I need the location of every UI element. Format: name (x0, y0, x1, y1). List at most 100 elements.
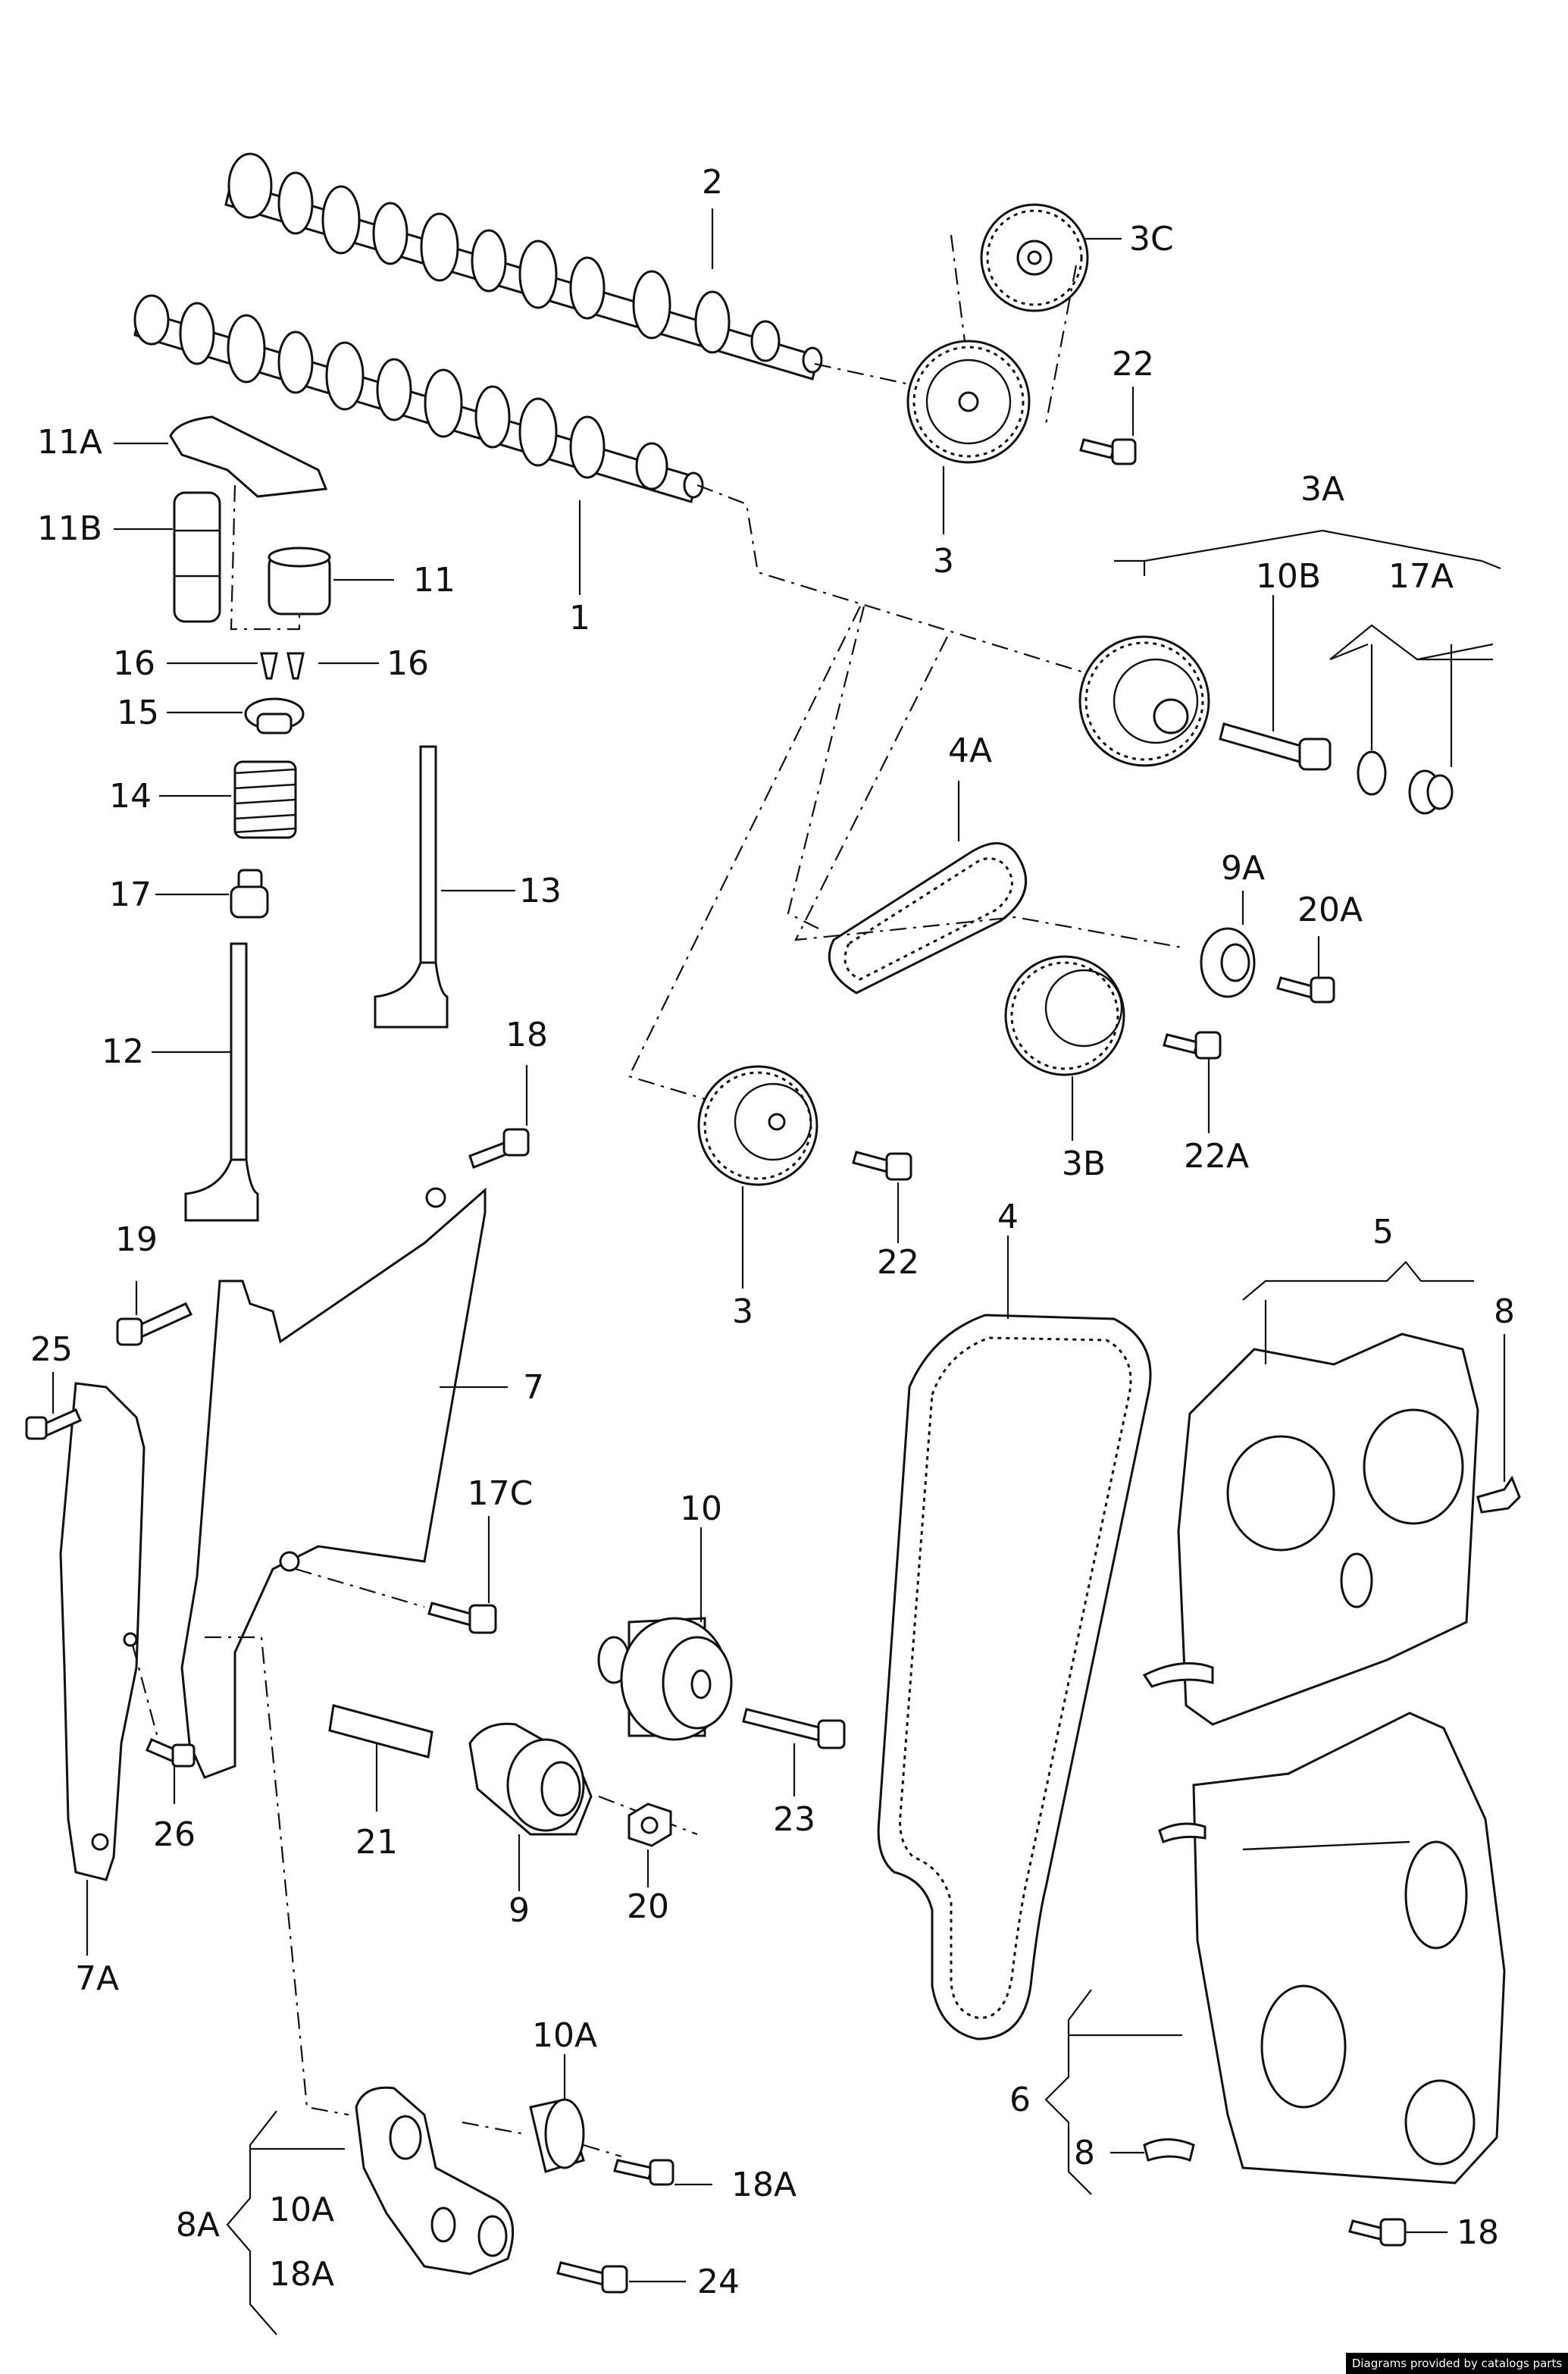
rocker-11a (169, 415, 328, 498)
bolt-25 (25, 1408, 82, 1440)
bolt-23 (742, 1708, 846, 1749)
callout-labels: 2 3C 22 11A 11B 11 1 3 3A 10B 17A 16 16 … (30, 163, 1515, 2301)
callout-13: 13 (519, 872, 562, 910)
callout-3-upper: 3 (933, 542, 954, 581)
callout-1: 1 (569, 599, 590, 637)
callout-14: 14 (109, 777, 152, 816)
callout-4a: 4A (948, 731, 992, 770)
nut-20 (628, 1802, 672, 1847)
clip-8-upper (1476, 1475, 1521, 1514)
callout-16-left: 16 (113, 644, 155, 683)
tensioner-9a (1200, 927, 1256, 998)
callout-3b: 3B (1062, 1145, 1106, 1183)
idler-10 (597, 1617, 733, 1741)
bracket-8a (355, 2086, 515, 2275)
callout-18a-bracket: 18A (269, 2255, 334, 2294)
callout-18a: 18A (731, 2166, 797, 2204)
bolt-18a (613, 2159, 674, 2186)
callout-11b: 11B (37, 509, 102, 548)
callout-22-lower: 22 (877, 1243, 919, 1282)
follower-11 (268, 547, 331, 615)
callout-17: 17 (109, 875, 152, 914)
bolt-22a (1163, 1031, 1222, 1060)
timing-belt-4 (877, 1314, 1152, 2040)
stud-21 (328, 1704, 433, 1759)
cover-5 (1142, 1333, 1479, 1726)
seal-17 (230, 869, 269, 919)
sprocket-3c (980, 203, 1089, 312)
bolt-24 (556, 2261, 628, 2294)
callout-22: 22 (1112, 345, 1154, 384)
callout-12: 12 (102, 1032, 144, 1071)
callout-17a: 17A (1388, 557, 1454, 596)
callout-3c: 3C (1129, 220, 1174, 258)
valve-13 (374, 745, 449, 1029)
callout-2: 2 (702, 163, 723, 202)
callout-10b: 10B (1256, 557, 1321, 596)
callout-6: 6 (1009, 2081, 1031, 2119)
valve-12 (184, 942, 259, 1222)
callout-15: 15 (117, 694, 159, 732)
cover-7a (59, 1382, 146, 1881)
bolt-20a (1276, 976, 1335, 1004)
sprocket-3b (1004, 955, 1125, 1076)
tensioner-9 (468, 1722, 593, 1836)
callout-16-right: 16 (387, 644, 429, 683)
callout-8-lower: 8 (1074, 2134, 1095, 2172)
callout-26: 26 (153, 1815, 196, 1854)
bolt-22-upper (1079, 438, 1137, 465)
sprocket-3-lower (697, 1065, 818, 1186)
bolt-18-upper (468, 1128, 530, 1169)
callout-19: 19 (115, 1220, 158, 1259)
callout-21: 21 (355, 1823, 398, 1862)
callout-10: 10 (680, 1489, 722, 1528)
leader-lines (52, 208, 1506, 2335)
callout-20: 20 (627, 1887, 669, 1926)
roller-10a (529, 2098, 585, 2173)
diagram-credit: Diagrams provided by catalogs parts (1346, 2353, 1568, 2374)
spring-seat-15 (244, 697, 305, 734)
callout-9a: 9A (1221, 849, 1265, 888)
plug-17a (1408, 769, 1454, 815)
callout-3-lower: 3 (732, 1292, 753, 1331)
cover-6 (1158, 1712, 1506, 2185)
callout-7: 7 (523, 1368, 544, 1407)
callout-25: 25 (30, 1330, 73, 1369)
bolt-22-lower (852, 1151, 912, 1181)
sprocket-3-upper (906, 340, 1031, 464)
callout-8a: 8A (176, 2206, 220, 2244)
callout-4: 4 (997, 1198, 1019, 1236)
sprocket-3a (1078, 635, 1210, 767)
camshaft-1 (133, 294, 704, 503)
callout-18-lower: 18 (1457, 2213, 1499, 2252)
bolt-18-lower (1348, 2218, 1407, 2247)
clip-8-lower (1143, 2138, 1195, 2163)
bolt-19 (116, 1302, 193, 1346)
callout-10a-bracket: 10A (269, 2191, 334, 2229)
callout-18-upper: 18 (505, 1016, 548, 1054)
callout-20a: 20A (1297, 891, 1363, 929)
lifter-11b (173, 491, 221, 623)
seal-ring-17a (1357, 750, 1387, 796)
callout-23: 23 (773, 1800, 815, 1839)
spring-14 (233, 760, 297, 839)
callout-11a: 11A (37, 423, 102, 462)
callout-22a: 22A (1184, 1137, 1249, 1176)
camshaft-2 (224, 152, 823, 381)
keeper-16 (260, 652, 305, 680)
callout-5: 5 (1372, 1213, 1394, 1251)
callout-8-upper: 8 (1494, 1292, 1515, 1331)
callout-11: 11 (413, 561, 455, 600)
callout-9: 9 (509, 1891, 530, 1930)
bolt-10b (1219, 722, 1332, 771)
callout-10a: 10A (532, 2016, 597, 2055)
bolt-17c (427, 1602, 497, 1634)
callout-17c: 17C (468, 1474, 534, 1513)
callout-7a: 7A (75, 1959, 119, 1998)
belt-4a (828, 842, 1028, 994)
callout-3a: 3A (1300, 470, 1344, 509)
bolt-26 (146, 1738, 196, 1768)
callout-24: 24 (697, 2263, 740, 2301)
cover-7 (180, 1187, 487, 1779)
